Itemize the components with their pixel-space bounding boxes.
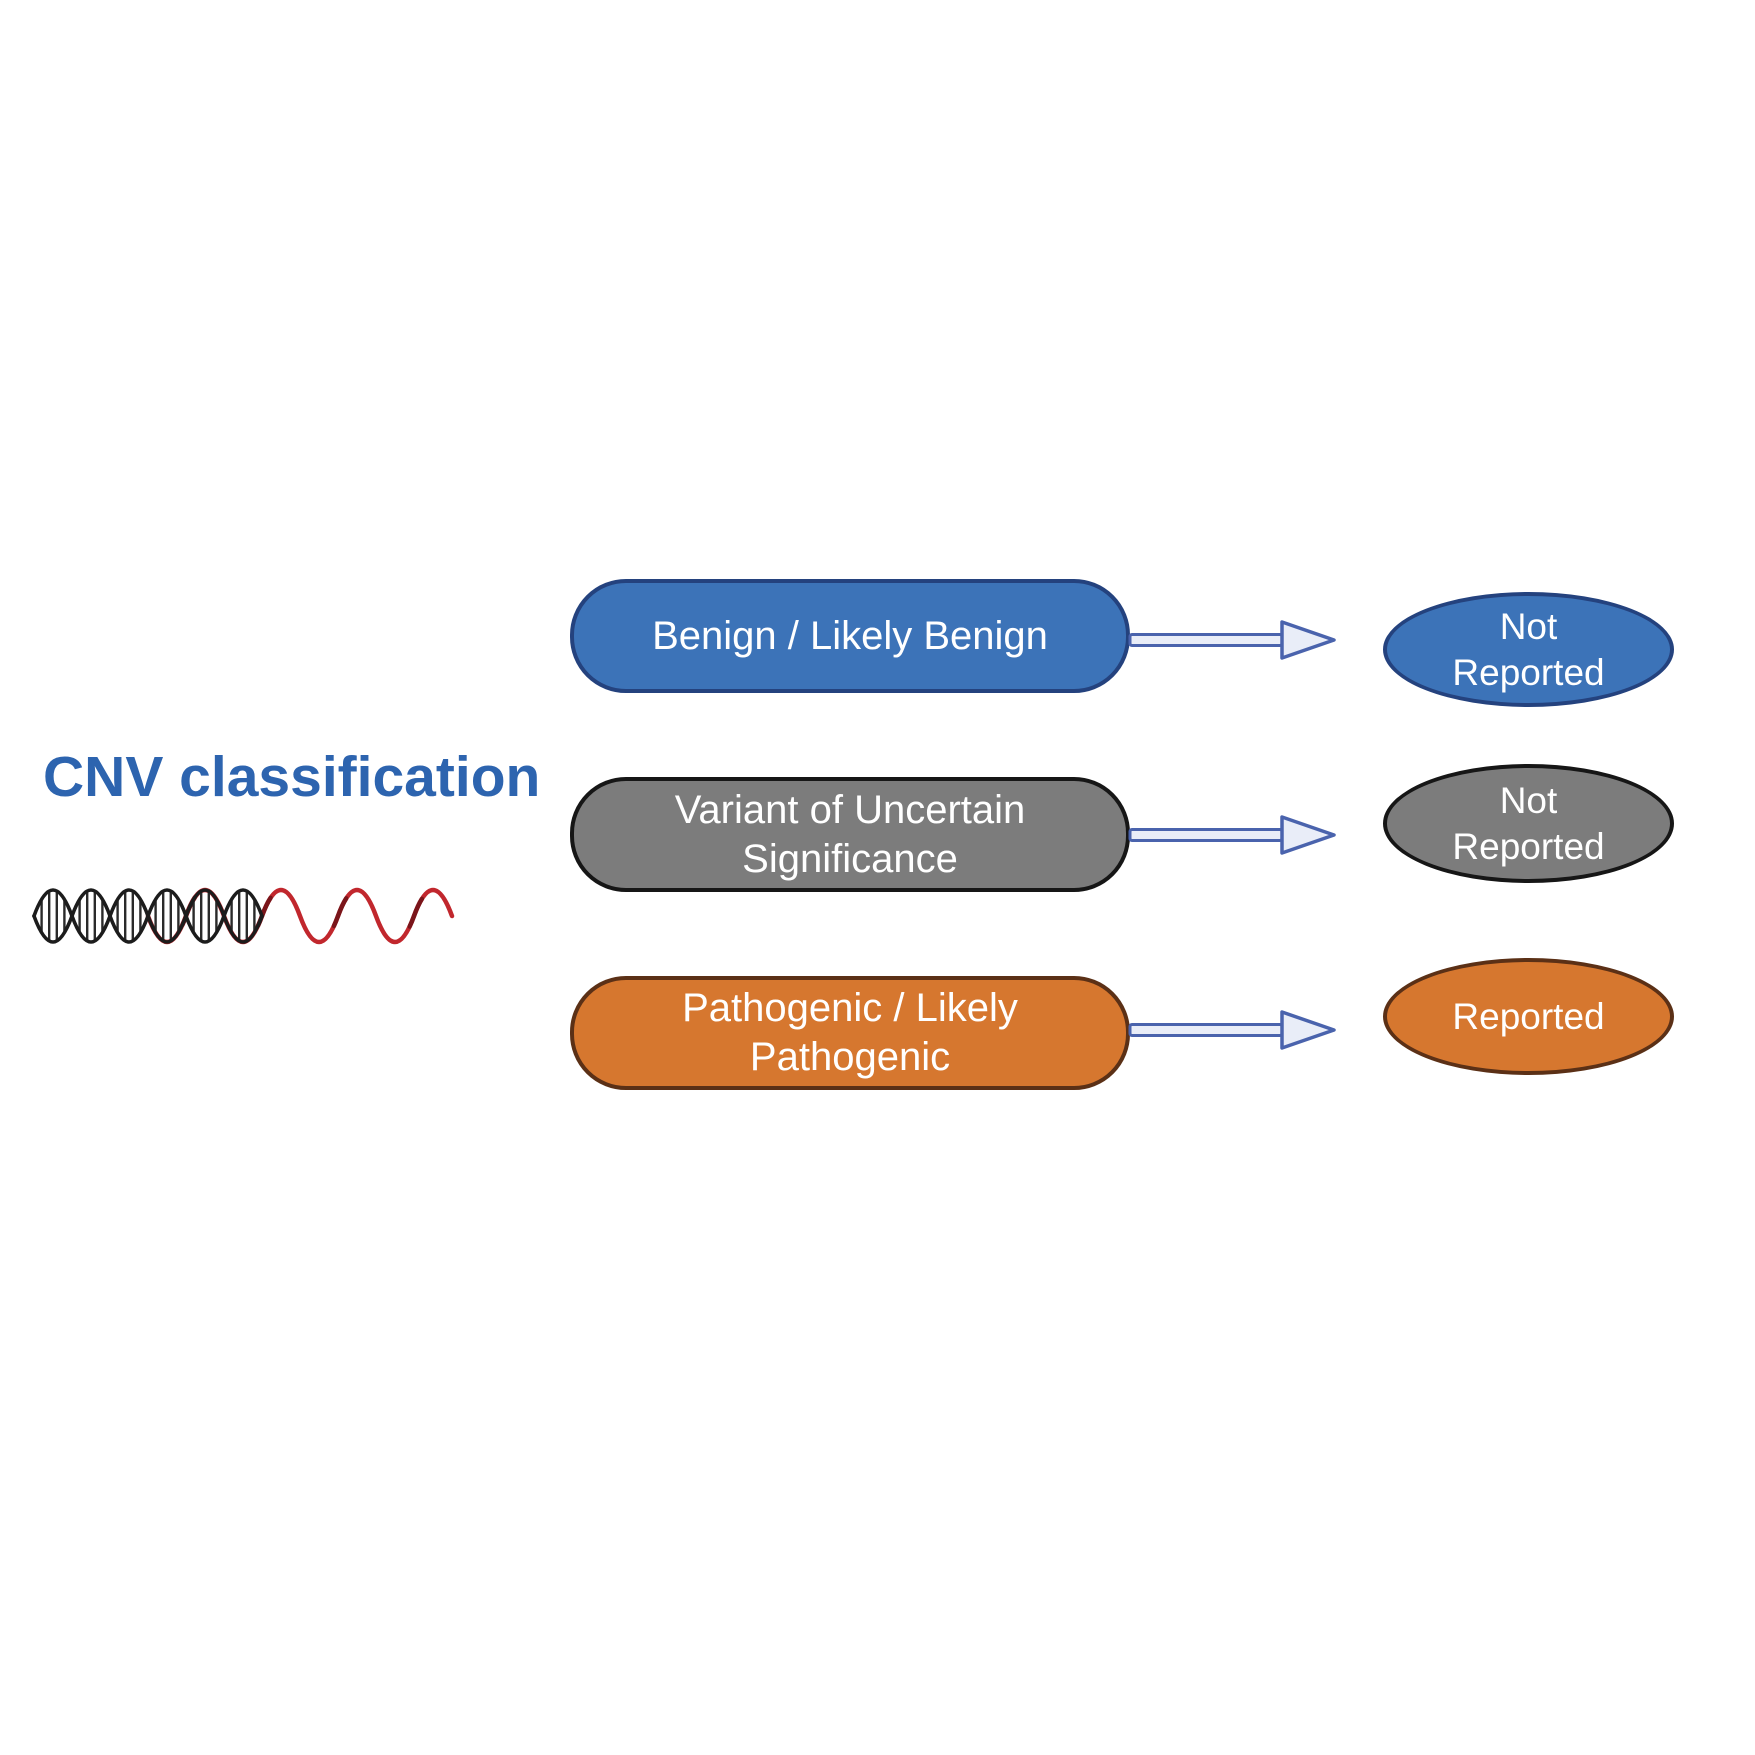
- flow-arrow-benign: [1128, 620, 1336, 660]
- pill-pathogenic-label: Pathogenic / Likely Pathogenic: [682, 986, 1018, 1079]
- arrow-head: [1280, 815, 1336, 855]
- arrow-shaft: [1128, 828, 1284, 842]
- dna-rungs: [40, 891, 256, 941]
- arrow-head: [1280, 1010, 1336, 1050]
- pill-vus: Variant of Uncertain Significance: [570, 777, 1130, 892]
- pill-benign-label: Benign / Likely Benign: [652, 613, 1048, 658]
- ellipse-vus-label: Not Reported: [1452, 779, 1605, 867]
- ellipse-benign-label: Not Reported: [1452, 605, 1605, 693]
- flow-arrow-pathogenic: [1128, 1010, 1336, 1050]
- figure-title: CNV classification: [43, 745, 541, 809]
- flow-arrow-vus: [1128, 815, 1336, 855]
- arrow-shaft: [1128, 1023, 1284, 1037]
- arrow-head: [1280, 620, 1336, 660]
- pill-pathogenic: Pathogenic / Likely Pathogenic: [570, 976, 1130, 1090]
- ellipse-vus-outcome: Not Reported: [1383, 764, 1674, 883]
- dna-icon: [32, 887, 455, 945]
- ellipse-pathogenic-label: Reported: [1452, 995, 1605, 1037]
- pill-benign: Benign / Likely Benign: [570, 579, 1130, 693]
- dna-dark-strand-b: [32, 888, 264, 944]
- pill-vus-label: Variant of Uncertain Significance: [674, 787, 1026, 881]
- ellipse-pathogenic-outcome: Reported: [1383, 958, 1674, 1075]
- arrow-shaft: [1128, 633, 1284, 647]
- ellipse-benign-outcome: Not Reported: [1383, 592, 1674, 707]
